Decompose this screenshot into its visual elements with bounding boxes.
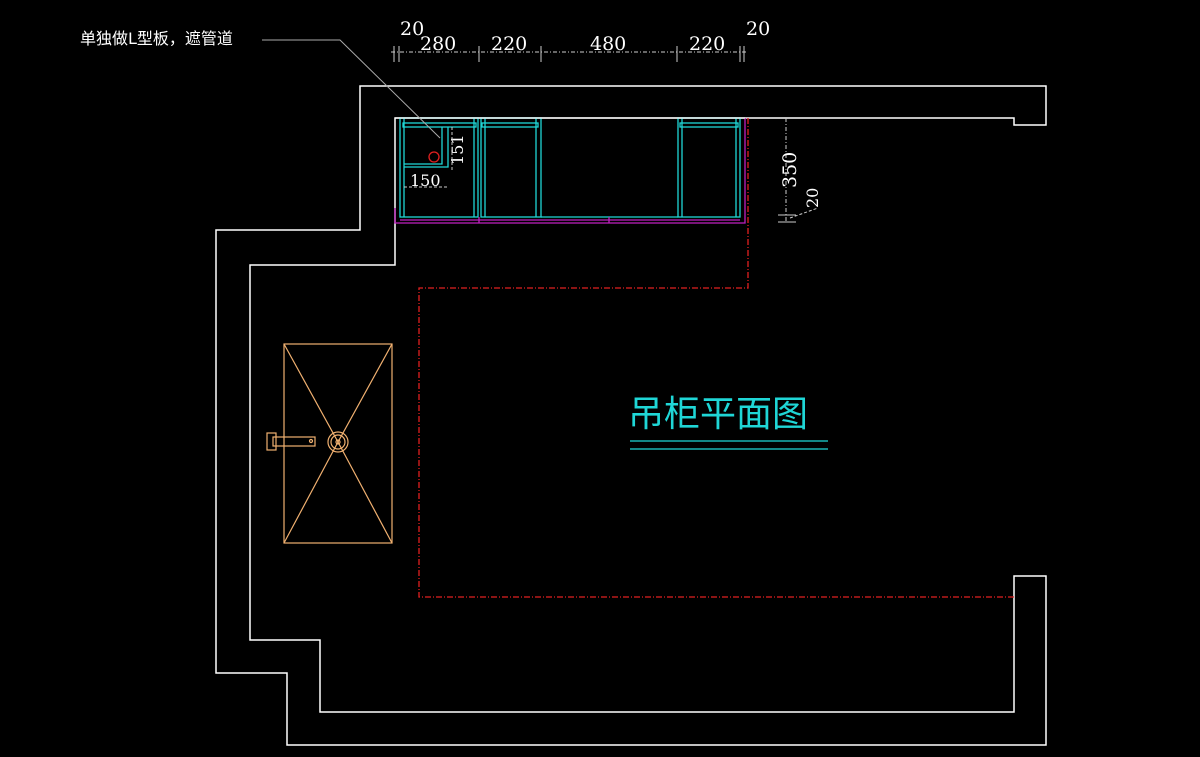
dim-open-span: 480 [590,33,626,55]
depth-dimension-line [778,118,819,223]
pipe-icon [428,151,440,163]
wall-cabinets [399,117,741,218]
dashed-boundary [418,118,1014,598]
dim-depth: 350 [779,152,801,188]
top-dimension-line [391,46,747,62]
dim-pipe-box-height: 151 [448,134,467,165]
cabinet-base-line [394,118,746,224]
annotation-leader [262,39,441,139]
dim-cabinet-1: 280 [420,33,456,55]
dim-left-gap: 20 [400,18,424,40]
dim-depth-offset: 20 [803,188,822,208]
dim-cabinet-3: 220 [689,33,725,55]
dim-cabinet-2: 220 [491,33,527,55]
drawing-title: 吊柜平面图 [628,394,808,435]
sink-icon [266,343,393,544]
dim-pipe-box-width: 150 [410,171,441,190]
annotation-note: 单独做L型板，遮管道 [80,29,233,48]
room-walls [215,85,1047,746]
dim-right-gap: 20 [746,18,770,40]
